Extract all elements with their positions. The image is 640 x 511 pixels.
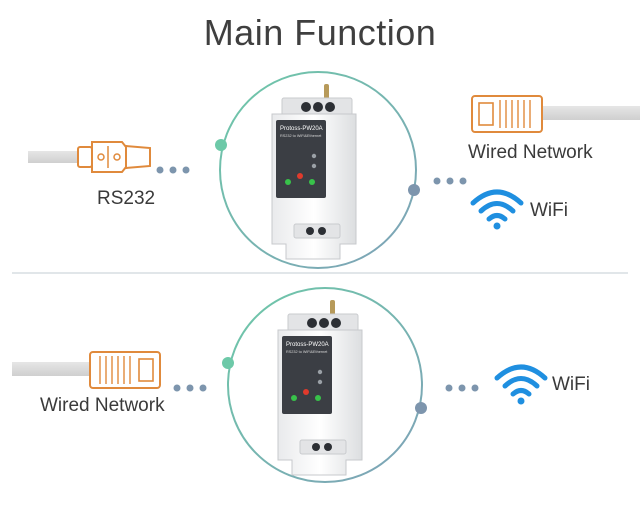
wifi-icon-dot [493, 222, 501, 230]
wifi-icon-dot [517, 397, 525, 405]
top-panel [28, 71, 640, 269]
wired-network-label: Wired Network [40, 395, 165, 416]
device-subtitle-label: RS232 to WiFi&Ethernet [286, 350, 328, 354]
top-right-dots [433, 177, 467, 185]
bottom-ring-left-node [222, 357, 234, 369]
top-ring-right-node [408, 184, 420, 196]
device-top: Protoss-PW20A RS232 to WiFi&Ethernet [271, 84, 357, 260]
bottom-ring-right-node [415, 402, 427, 414]
bottom-panel [12, 287, 548, 483]
device-model-label: Protoss-PW20A [286, 342, 329, 348]
wired-network-label: Wired Network [468, 142, 593, 163]
top-left-dots [156, 166, 190, 174]
rs232-connector [28, 141, 151, 173]
rs232-label: RS232 [97, 188, 156, 209]
bottom-ethernet-connector [12, 351, 161, 389]
top-ring [219, 71, 417, 269]
top-ring-left-node [215, 139, 227, 151]
top-ethernet-connector [471, 95, 640, 133]
wifi-icon [494, 364, 548, 397]
device-bottom: Protoss-PW20A RS232 to WiFi&Ethernet [277, 300, 363, 476]
page-title: Main Function [203, 12, 437, 53]
wifi-label: WiFi [552, 374, 590, 395]
wifi-label: WiFi [530, 200, 568, 221]
bottom-ring [227, 287, 423, 483]
bottom-left-dots [173, 384, 207, 392]
bottom-right-dots [445, 384, 479, 392]
device-model-label: Protoss-PW20A [280, 126, 323, 132]
device-subtitle-label: RS232 to WiFi&Ethernet [280, 134, 322, 138]
wifi-icon [470, 189, 524, 222]
